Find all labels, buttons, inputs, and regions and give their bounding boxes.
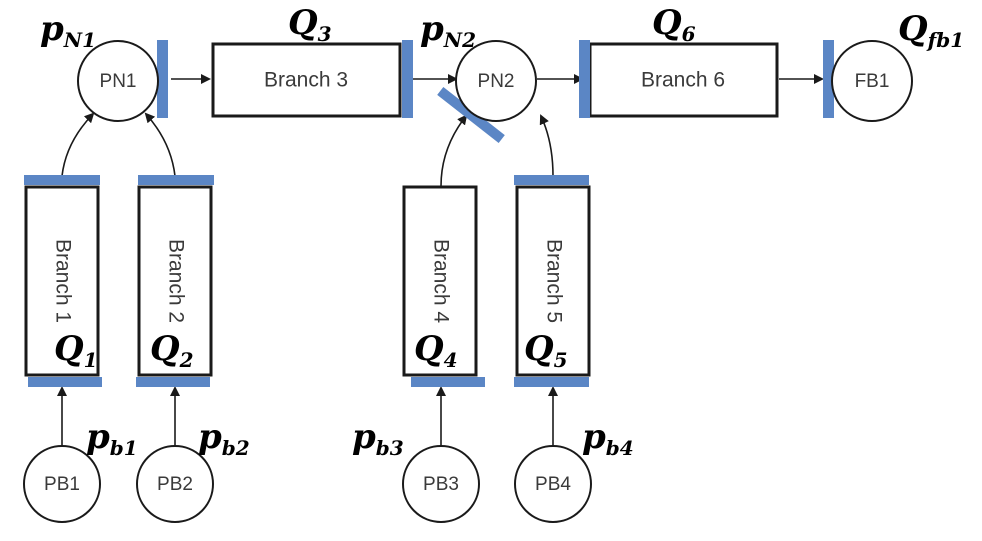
node-pb4: PB4 xyxy=(514,445,592,523)
label-p-n1: pN1 xyxy=(40,9,96,52)
node-pn2-label: PN2 xyxy=(478,71,515,92)
branch-1: Branch 1 xyxy=(24,185,100,377)
valves xyxy=(24,40,834,387)
valve-branch5-top xyxy=(514,175,589,185)
edge-branch1-to-pn1 xyxy=(61,112,95,177)
label-p-b2: pb2 xyxy=(198,417,250,460)
valve-pn2-angled xyxy=(437,87,505,143)
edges xyxy=(57,74,824,448)
valve-branch4-bottom xyxy=(411,377,485,387)
valve-branch2-top xyxy=(138,175,214,185)
variable-labels: pN1 Q3 pN2 Q6 Qfb1 Q1 Q2 Q4 Q5 pb1 pb2 p… xyxy=(40,3,964,460)
valve-branch5-bottom xyxy=(514,377,589,387)
node-pb2-label: PB2 xyxy=(157,474,193,495)
branch-6: Branch 6 xyxy=(588,42,779,118)
label-q1: Q1 xyxy=(54,329,98,372)
valve-pn1-outlet xyxy=(157,40,168,118)
label-p-b3: pb3 xyxy=(352,417,404,460)
branch-5-label: Branch 5 xyxy=(542,239,565,323)
nodes: PN1 PN2 FB1 PB1 PB2 PB3 PB4 xyxy=(23,40,913,523)
valve-branch3-outlet xyxy=(402,40,413,118)
label-q4: Q4 xyxy=(414,329,458,372)
label-q-fb1: Qfb1 xyxy=(898,9,964,52)
valve-fb1-inlet xyxy=(823,40,834,118)
branch-2: Branch 2 xyxy=(137,185,213,377)
node-fb1-label: FB1 xyxy=(855,71,890,92)
node-pb1: PB1 xyxy=(23,445,101,523)
edge-branch4-to-pn2 xyxy=(440,114,468,187)
valve-branch1-bottom xyxy=(28,377,102,387)
label-q6: Q6 xyxy=(652,3,696,46)
valve-branch2-bottom xyxy=(136,377,210,387)
label-p-n2: pN2 xyxy=(420,9,476,52)
node-pn1: PN1 xyxy=(77,40,159,122)
branch-6-label: Branch 6 xyxy=(641,69,725,92)
valve-branch6-inlet xyxy=(579,40,590,118)
label-q3: Q3 xyxy=(288,3,332,46)
label-q5: Q5 xyxy=(524,329,568,372)
edge-branch2-to-pn1 xyxy=(144,112,176,177)
node-pb3-label: PB3 xyxy=(423,474,459,495)
node-fb1: FB1 xyxy=(831,40,913,122)
label-p-b1: pb1 xyxy=(86,417,138,460)
node-pb1-label: PB1 xyxy=(44,474,80,495)
edge-branch5-to-pn2 xyxy=(539,114,554,177)
node-pn2: PN2 xyxy=(455,40,537,122)
node-pb4-label: PB4 xyxy=(535,474,571,495)
branch-3-label: Branch 3 xyxy=(264,69,348,92)
node-pb2: PB2 xyxy=(136,445,214,523)
branch-2-label: Branch 2 xyxy=(164,239,187,323)
branch-5: Branch 5 xyxy=(515,185,591,377)
branch-3: Branch 3 xyxy=(211,42,402,118)
label-p-b4: pb4 xyxy=(582,417,634,460)
branch-1-label: Branch 1 xyxy=(51,239,74,323)
branch-4-label: Branch 4 xyxy=(429,239,452,323)
valve-branch1-top xyxy=(24,175,100,185)
label-q2: Q2 xyxy=(150,329,194,372)
branch-4: Branch 4 xyxy=(402,185,478,377)
node-pn1-label: PN1 xyxy=(100,71,137,92)
node-pb3: PB3 xyxy=(402,445,480,523)
branch-boxes: Branch 1 Branch 2 Branch 3 Branch 4 Bran… xyxy=(24,42,779,377)
